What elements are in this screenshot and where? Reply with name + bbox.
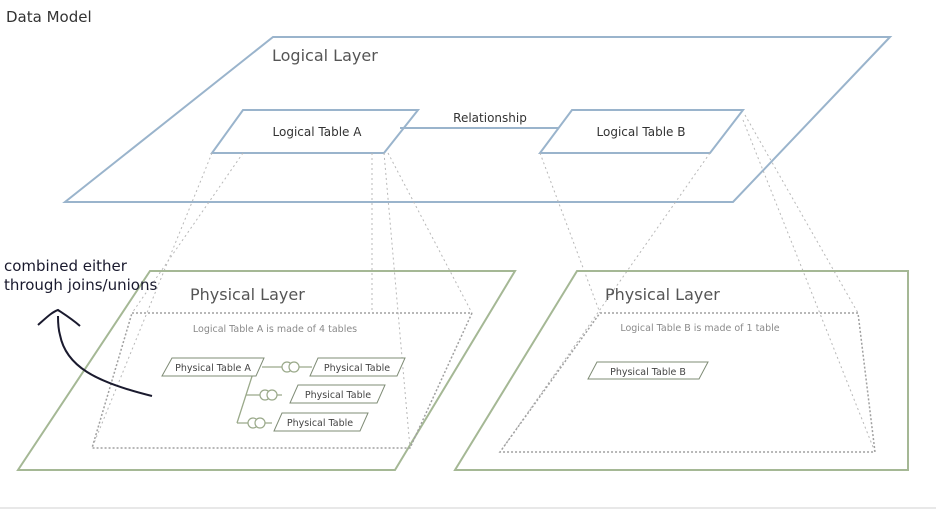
physical-layer-left-plane bbox=[16, 270, 517, 471]
annotation-line-1: combined either bbox=[4, 257, 128, 275]
physical-layer-right-plane bbox=[453, 270, 909, 471]
physical-table-3-label: Physical Table bbox=[287, 418, 353, 429]
physical-table-a-shape[interactable] bbox=[161, 357, 265, 377]
relationship-label: Relationship bbox=[453, 111, 527, 125]
physical-table-1-label: Physical Table bbox=[324, 363, 390, 374]
physical-layer-left-label: Physical Layer bbox=[190, 285, 305, 304]
logical-layer-label: Logical Layer bbox=[272, 46, 378, 65]
physical-layer-right-label: Physical Layer bbox=[605, 285, 720, 304]
physical-layer-right-caption: Logical Table B is made of 1 table bbox=[620, 323, 779, 334]
physical-table-2-shape[interactable] bbox=[289, 384, 386, 404]
annotation-line-2: through joins/unions bbox=[4, 276, 157, 294]
projection-lines-right bbox=[499, 114, 876, 453]
projection-lines-left bbox=[91, 152, 473, 449]
physical-table-3-shape[interactable] bbox=[273, 412, 369, 432]
annotation-arrow-shaft bbox=[57, 315, 153, 397]
physical-table-2-label: Physical Table bbox=[305, 390, 371, 401]
physical-layer-right-inner bbox=[498, 312, 876, 453]
diagram-title: Data Model bbox=[6, 8, 92, 26]
logical-layer-plane bbox=[62, 36, 893, 203]
physical-table-a-label: Physical Table A bbox=[175, 363, 251, 374]
physical-table-b-label: Physical Table B bbox=[610, 367, 686, 378]
join-icon-3 bbox=[247, 417, 266, 429]
physical-layer-left-caption: Logical Table A is made of 4 tables bbox=[193, 324, 357, 335]
annotation-arrow-head-icon bbox=[37, 308, 81, 327]
join-icon-1 bbox=[281, 361, 300, 373]
physical-table-b-shape[interactable] bbox=[587, 361, 709, 380]
logical-table-b-label: Logical Table B bbox=[597, 125, 686, 139]
physical-layer-left-inner bbox=[90, 312, 474, 449]
join-icon-2 bbox=[259, 389, 278, 401]
physical-table-1-shape[interactable] bbox=[309, 357, 406, 377]
logical-table-a-label: Logical Table A bbox=[273, 125, 363, 139]
